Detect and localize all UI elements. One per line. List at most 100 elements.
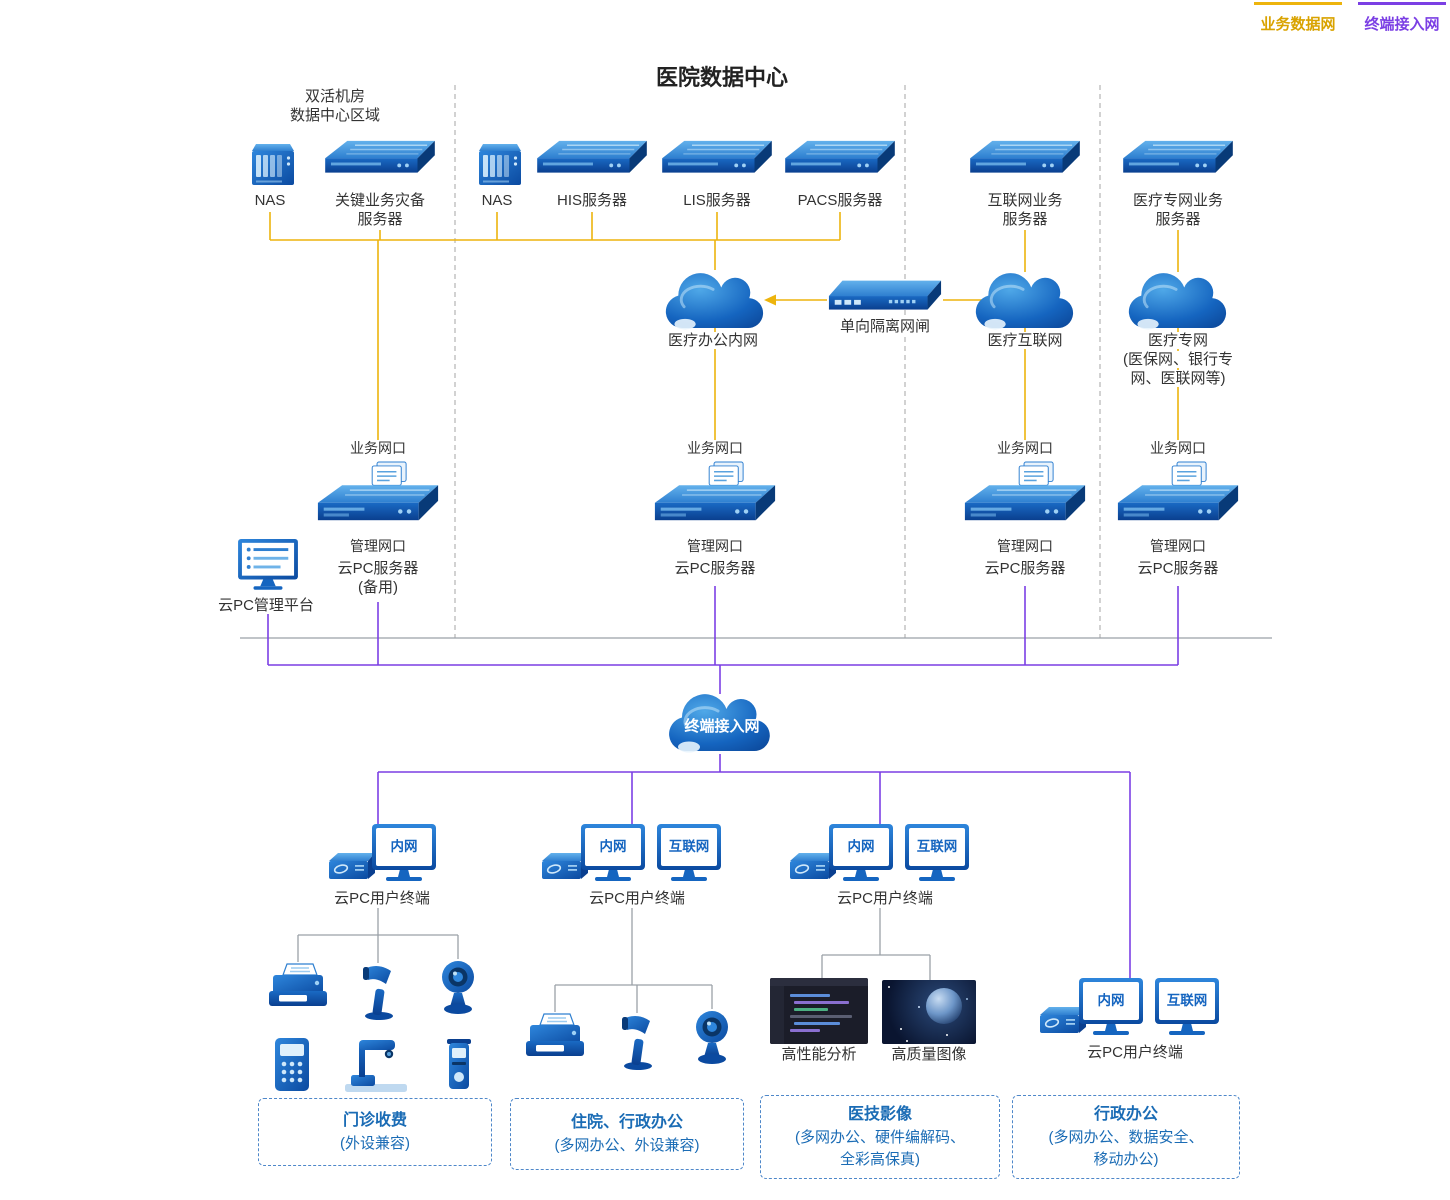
monitor-intranet: 内网 [581, 824, 645, 881]
monitor-intranet: 内网 [372, 824, 436, 881]
monitor-screen-label: 内网 [833, 828, 889, 866]
monitor-neck [1105, 1024, 1117, 1031]
legend-business-line [1254, 2, 1342, 5]
port-business-label: 业务网口 [347, 440, 409, 457]
monitor-neck [931, 870, 943, 877]
monitor-screen-label: 内网 [1083, 982, 1139, 1020]
port-business-label: 业务网口 [994, 440, 1056, 457]
monitor-intranet: 内网 [829, 824, 893, 881]
group-title: 住院、行政办公 [570, 1114, 683, 1132]
monitor-screen-label: 互联网 [661, 828, 717, 866]
cloudpc-server-name: 云PC服务器 [674, 560, 756, 577]
terminal-label-1: 云PC用户终端 [334, 890, 430, 907]
monitor-screen: 内网 [372, 824, 436, 870]
monitor-base [595, 877, 631, 881]
monitor-screen: 内网 [829, 824, 893, 870]
group-box-medical-imaging: 医技影像 (多网办公、硬件编解码、 全彩高保真) [760, 1095, 1000, 1179]
legend-terminal-line [1358, 2, 1446, 5]
monitor-screen-label: 互联网 [1159, 982, 1215, 1020]
monitor-intranet: 内网 [1079, 978, 1143, 1035]
monitor-screen: 内网 [1079, 978, 1143, 1024]
analysis-screenshot [770, 978, 868, 1044]
cloudpc-server-name: 云PC服务器 [984, 560, 1066, 577]
port-mgmt-label: 管理网口 [994, 538, 1056, 555]
terminal-label-3: 云PC用户终端 [837, 890, 933, 907]
printer-icon [524, 1012, 586, 1064]
pos-terminal-icon [271, 1036, 313, 1094]
server-icon [782, 138, 898, 188]
group-line: (多网办公、硬件编解码、 [795, 1129, 965, 1147]
document-camera-icon [343, 1036, 409, 1094]
webcam-icon [690, 1009, 734, 1067]
monitor-screen-label: 内网 [585, 828, 641, 866]
cloudpc-server-icon [962, 460, 1088, 530]
device-label-private-net-business: 医疗专网业务 [1132, 192, 1224, 209]
group-title: 行政办公 [1093, 1106, 1158, 1124]
pc-box-icon [327, 851, 377, 885]
monitor-neck [855, 870, 867, 877]
cloudpc-server-icon [1115, 460, 1241, 530]
group-title: 门诊收费 [342, 1112, 407, 1130]
device-label-lis-server: LIS服务器 [683, 192, 751, 209]
cloud-label-private-sub2: 网、医联网等) [1127, 370, 1229, 388]
device-label-internet-business: 互联网业务 [987, 192, 1063, 209]
cloud-label-medical-private-net: 医疗专网 [1144, 332, 1212, 350]
monitor-screen-label: 互联网 [909, 828, 965, 866]
port-mgmt-label: 管理网口 [1147, 538, 1209, 555]
group-line: (多网办公、外设兼容) [554, 1137, 700, 1155]
monitor-internet: 互联网 [1155, 978, 1219, 1035]
legend-terminal-label: 终端接入网 [1364, 16, 1440, 33]
mgmt-platform-monitor-icon [237, 538, 299, 594]
monitor-base [843, 877, 879, 881]
group-line: 全彩高保真) [840, 1151, 920, 1168]
gateway-label: 单向隔离网闸 [836, 318, 934, 336]
server-icon [1120, 138, 1236, 188]
device-label-nas-2: NAS [481, 192, 513, 209]
cloud-label-private-sub1: (医保网、银行专 [1120, 351, 1236, 369]
device-label-internet-business-2: 服务器 [1002, 211, 1048, 228]
server-icon [322, 138, 438, 188]
webcam-icon [436, 959, 480, 1017]
monitor-neck [683, 870, 695, 877]
group-box-outpatient-billing: 门诊收费 (外设兼容) [258, 1098, 492, 1166]
device-label-private-net-business-2: 服务器 [1155, 211, 1201, 228]
device-label-nas-1: NAS [254, 192, 286, 209]
cloud-label-medical-internet: 医疗互联网 [984, 332, 1066, 350]
monitor-internet: 互联网 [657, 824, 721, 881]
mgmt-platform-label: 云PC管理平台 [215, 597, 317, 615]
monitor-neck [1181, 1024, 1193, 1031]
cloudpc-server-icon [652, 460, 778, 530]
quality-image [882, 980, 976, 1044]
cloudpc-server-name: 云PC服务器 [1137, 560, 1219, 577]
cloud-icon [969, 266, 1081, 334]
monitor-screen: 互联网 [905, 824, 969, 870]
analysis-label: 高性能分析 [781, 1046, 857, 1063]
terminal-access-cloud-label: 终端接入网 [684, 718, 760, 735]
port-business-label: 业务网口 [684, 440, 746, 457]
cloud-icon [659, 266, 771, 334]
legend-terminal-network: 终端接入网 [1356, 2, 1448, 34]
group-line: (外设兼容) [340, 1135, 410, 1153]
printer-icon [267, 962, 329, 1014]
device-label-disaster-backup-2: 服务器 [357, 211, 403, 228]
server-icon [659, 138, 775, 188]
monitor-base [386, 877, 422, 881]
nas-icon [471, 142, 523, 188]
monitor-neck [398, 870, 410, 877]
port-business-label: 业务网口 [1147, 440, 1209, 457]
monitor-base [919, 877, 955, 881]
monitor-screen-label: 内网 [376, 828, 432, 866]
port-mgmt-label: 管理网口 [347, 538, 409, 555]
monitor-neck [607, 870, 619, 877]
group-box-admin-office: 行政办公 (多网办公、数据安全、 移动办公) [1012, 1095, 1240, 1179]
monitor-base [1093, 1031, 1129, 1035]
quality-label: 高质量图像 [891, 1046, 967, 1063]
barcode-scanner-icon [617, 1013, 657, 1071]
monitor-internet: 互联网 [905, 824, 969, 881]
group-line: (多网办公、数据安全、 [1048, 1129, 1204, 1147]
cloud-icon [1122, 266, 1234, 334]
device-label-pacs-server: PACS服务器 [797, 192, 883, 209]
port-mgmt-label: 管理网口 [684, 538, 746, 555]
one-way-gateway-icon [827, 276, 943, 318]
